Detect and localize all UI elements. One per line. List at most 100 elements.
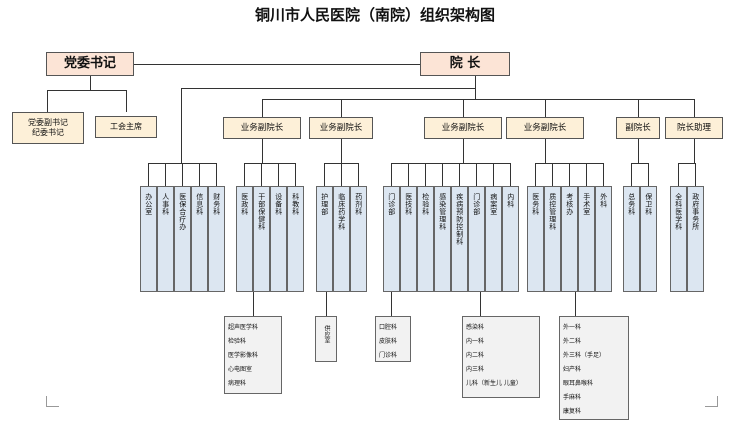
sub-item: 口腔科 — [379, 324, 398, 331]
dept-label: 质控管理科 — [548, 193, 557, 231]
dept-box-g0-1: 人事科 — [157, 186, 174, 292]
dept-box-g0-3: 信息科 — [191, 186, 208, 292]
sub-item: 内三科 — [466, 366, 485, 373]
dept-label: 信息科 — [195, 193, 204, 216]
vp-box-3: 业务副院长 — [506, 117, 584, 139]
group-bus-1 — [244, 163, 296, 164]
connector-line — [341, 99, 342, 117]
vp-box-0: 业务副院长 — [223, 117, 301, 139]
group-bus-5 — [631, 163, 649, 164]
connector-line — [341, 163, 342, 186]
connector-line — [442, 163, 443, 186]
dept-box-g2-0: 护理部 — [316, 186, 333, 292]
party-secretary-box: 党委书记 — [46, 52, 134, 76]
president-box: 院 长 — [420, 52, 510, 76]
sub-link-1 — [326, 292, 327, 316]
sub-item: 感染科 — [466, 324, 485, 331]
chart-title: 铜川市人民医院（南院）组织架构图 — [254, 6, 495, 24]
vp-box-3-label: 业务副院长 — [523, 122, 567, 133]
connector-line — [638, 99, 639, 117]
dept-label: 全科医学科 — [674, 193, 683, 231]
vp-box-1: 业务副院长 — [309, 117, 373, 139]
connector-line — [165, 163, 166, 186]
vp-box-1-label: 业务副院长 — [319, 122, 363, 133]
connector-line — [391, 163, 392, 186]
dept-label: 疾病预防控制科 — [455, 193, 464, 246]
admin-bus — [181, 88, 476, 89]
group-bus-6 — [678, 163, 696, 164]
dept-label: 护理部 — [320, 193, 329, 216]
dept-label: 科教科 — [291, 193, 300, 216]
dept-label: 总务科 — [627, 193, 636, 216]
dept-label: 保卫科 — [644, 193, 653, 216]
dept-label: 人事科 — [161, 193, 170, 216]
connector-line — [475, 88, 476, 99]
sub-item: 门诊科 — [379, 352, 398, 359]
dept-label: 感染管理科 — [438, 193, 447, 231]
sub-item: 康复科 — [563, 408, 582, 415]
connector-line — [244, 163, 245, 186]
dept-box-g3-7: 内科 — [502, 186, 519, 292]
sub-item: 皮肤科 — [379, 338, 398, 345]
dept-label: 手术室 — [582, 193, 591, 216]
vp-box-4: 副院长 — [616, 117, 660, 139]
sub-list-2: 口腔科皮肤科门诊科 — [379, 321, 397, 363]
dept-label: 财务科 — [212, 193, 221, 216]
dept-box-g1-2: 设备科 — [270, 186, 287, 292]
connector-line — [638, 139, 639, 163]
dept-box-g6-0: 全科医学科 — [670, 186, 687, 292]
connector-line — [90, 76, 91, 90]
dept-label: 检验科 — [421, 193, 430, 216]
connector-line — [278, 163, 279, 186]
connector-line — [552, 163, 553, 186]
connector-line — [545, 139, 546, 163]
connector-line — [261, 163, 262, 186]
sub-item: 儿科（新生儿 儿童） — [466, 380, 522, 387]
connector-line — [199, 163, 200, 186]
connector-line — [408, 163, 409, 186]
deputy-secretary-box-label: 党委副书记 纪委书记 — [28, 118, 68, 137]
sub-box-4: 外一科外二科外三科（手足）妇产科眼耳鼻喉科手麻科康复科 — [559, 316, 629, 420]
dept-box-g6-1: 政府事务所 — [687, 186, 704, 292]
connector-line — [603, 163, 604, 186]
connector-line — [148, 163, 149, 186]
connector-line — [695, 163, 696, 186]
dept-box-g0-0: 办公室 — [140, 186, 157, 292]
connector-line — [47, 90, 127, 91]
sub-item: 外一科 — [563, 324, 582, 331]
dept-box-g3-2: 检验科 — [417, 186, 434, 292]
dept-box-g3-4: 疾病预防控制科 — [451, 186, 468, 292]
connector-line — [493, 163, 494, 186]
dept-box-g1-0: 医政科 — [236, 186, 253, 292]
sub-item: 眼耳鼻喉科 — [563, 380, 594, 387]
vp-box-2: 业务副院长 — [424, 117, 502, 139]
dept-label: 门诊部 — [387, 193, 396, 216]
dept-box-g4-3: 手术室 — [578, 186, 595, 292]
connector-line — [631, 163, 632, 186]
connector-line — [216, 163, 217, 186]
dept-box-g4-0: 医务科 — [527, 186, 544, 292]
sub-list-0: 超声医学科检验科医学影像科心电图室病理科 — [228, 321, 258, 391]
dept-box-g2-1: 临床药学科 — [333, 186, 350, 292]
dept-label: 临床药学科 — [337, 193, 346, 231]
connector-line — [648, 163, 649, 186]
sub-item: 外三科（手足） — [563, 352, 606, 359]
connector-line — [510, 163, 511, 186]
connector-line — [181, 88, 182, 163]
connector-line — [694, 99, 695, 117]
vp-box-0-label: 业务副院长 — [240, 122, 284, 133]
dept-label: 内科 — [506, 193, 515, 208]
dept-label: 医保合疗办 — [178, 193, 187, 231]
connector-line — [126, 90, 127, 112]
dept-box-g0-4: 财务科 — [208, 186, 225, 292]
dept-box-g4-1: 质控管理科 — [544, 186, 561, 292]
dept-box-g5-0: 总务科 — [623, 186, 640, 292]
connector-line — [324, 163, 325, 186]
dept-label: 设备科 — [274, 193, 283, 216]
page-corner-mark-1 — [705, 396, 718, 407]
dept-label: 门诊部 — [472, 193, 481, 216]
dept-box-g4-4: 外科 — [595, 186, 612, 292]
dept-label: 医政科 — [240, 193, 249, 216]
connector-line — [463, 99, 464, 117]
connector-line — [678, 163, 679, 186]
